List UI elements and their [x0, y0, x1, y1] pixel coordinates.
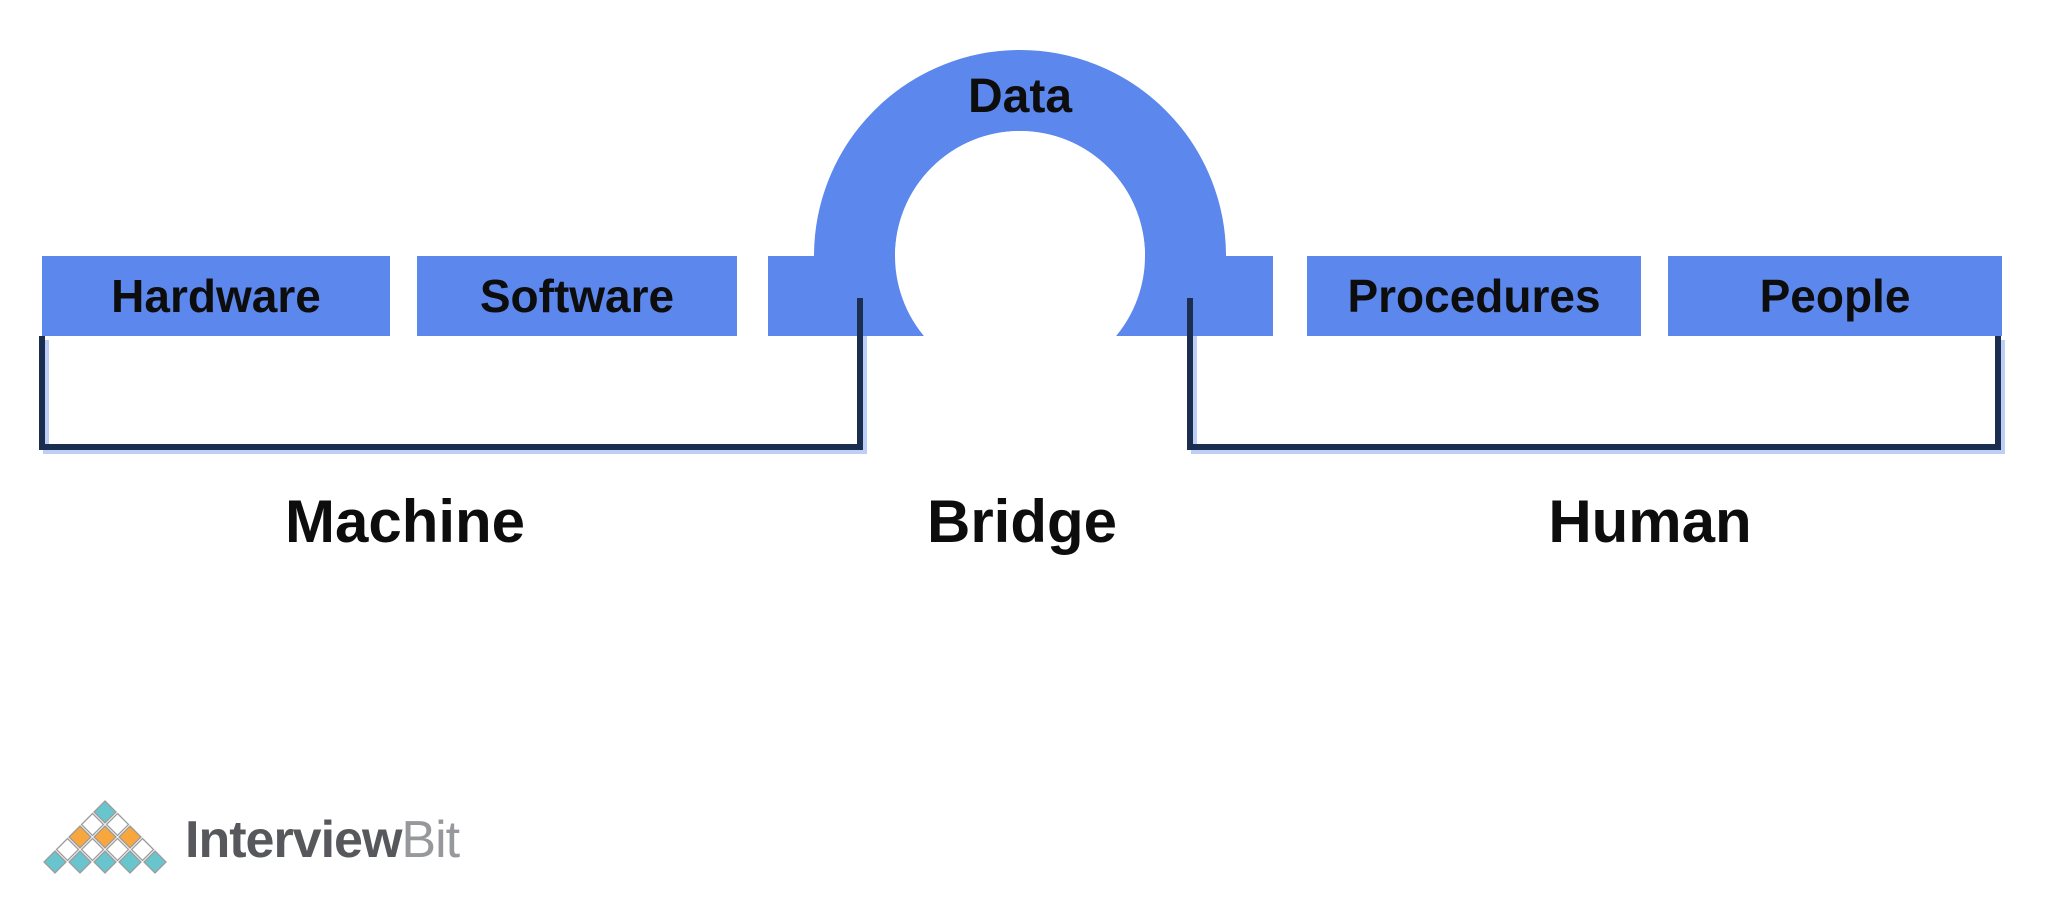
logo-diamond-teal	[143, 850, 167, 874]
machine-bracket	[39, 298, 863, 450]
logo-diamond-white	[80, 812, 105, 837]
block-hardware-label: Hardware	[111, 270, 321, 322]
interviewbit-wordmark: InterviewBit	[185, 810, 460, 870]
arch-inner-circle	[895, 131, 1145, 381]
block-software: Software	[417, 256, 737, 336]
interviewbit-logo: InterviewBit	[38, 786, 598, 896]
logo-diamond-orange	[93, 825, 117, 849]
logo-diamond-teal	[118, 850, 142, 874]
logo-diamond-teal	[43, 850, 67, 874]
logo-diamond-white	[105, 837, 130, 862]
logo-diamond-orange	[68, 825, 92, 849]
logo-diamond-teal	[93, 850, 117, 874]
interviewbit-diamond-pyramid-icon	[43, 800, 167, 874]
wordmark-bit: Bit	[401, 811, 460, 869]
logo-diamond-white	[55, 837, 80, 862]
group-label-bridge: Bridge	[926, 488, 1118, 555]
arch-data-label: Data	[967, 70, 1073, 123]
block-people: People	[1668, 256, 2002, 336]
human-bracket	[1187, 298, 2001, 450]
logo-diamond-white	[80, 837, 105, 862]
logo-diamond-white	[130, 837, 155, 862]
wordmark-interview: Interview	[185, 811, 402, 869]
logo-diamond-orange	[118, 825, 142, 849]
logo-diamond-white	[105, 812, 130, 837]
logo-diamond-teal	[93, 800, 117, 824]
block-hardware: Hardware	[42, 256, 390, 336]
block-software-label: Software	[479, 270, 675, 322]
block-procedures: Procedures	[1307, 256, 1641, 336]
group-label-human: Human	[1548, 488, 1752, 555]
block-people-label: People	[1759, 270, 1911, 322]
block-procedures-label: Procedures	[1347, 270, 1601, 322]
logo-diamond-teal	[68, 850, 92, 874]
data-arch-ring	[814, 50, 1226, 336]
group-label-machine: Machine	[284, 488, 526, 555]
